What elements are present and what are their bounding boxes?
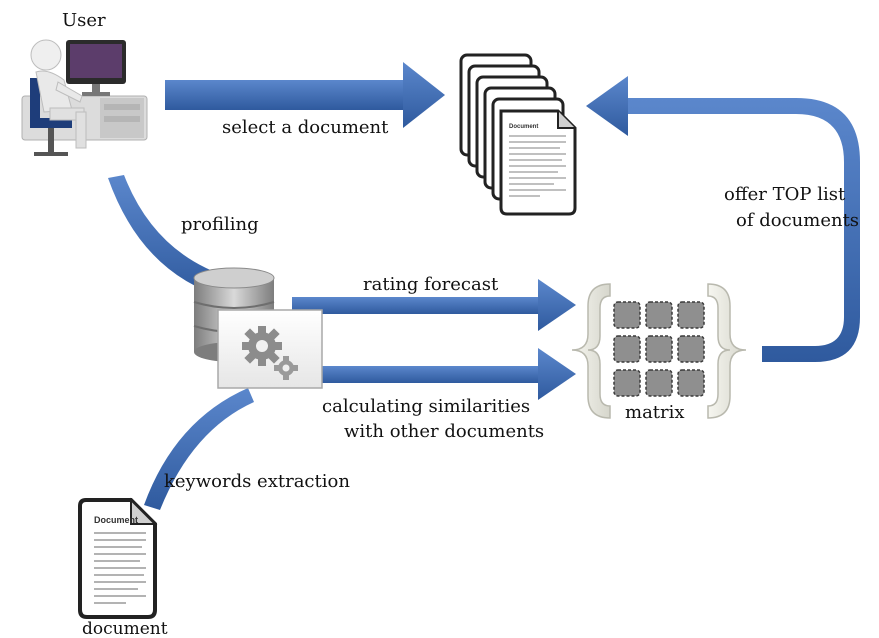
matrix-cell: [677, 301, 705, 329]
matrix-icon: [571, 283, 747, 419]
document-icon-title: Document: [94, 515, 138, 525]
label-offer-line2: of documents: [736, 210, 859, 231]
arrow-document-to-gears: [144, 388, 254, 510]
matrix-cell: [613, 369, 641, 397]
label-profiling: profiling: [181, 214, 259, 235]
user-at-computer-icon: [21, 39, 148, 156]
matrix-cell: [677, 335, 705, 363]
matrix-cell: [645, 301, 673, 329]
matrix-cell: [613, 301, 641, 329]
arrow-matrix-to-documents: [586, 76, 860, 362]
matrix-cell: [645, 369, 673, 397]
arrow-user-to-database: [108, 175, 232, 298]
matrix-left-brace: [571, 283, 611, 419]
arrow-rating-forecast: [292, 279, 576, 331]
label-keywords-extraction: keywords extraction: [164, 471, 350, 492]
gear-large: [242, 326, 282, 366]
gears-icon: [217, 309, 323, 389]
label-rating-forecast: rating forecast: [363, 274, 499, 295]
document-icon: Document: [78, 497, 158, 619]
stack-page-front: Document: [499, 109, 577, 216]
document-stack-icon: Document: [459, 53, 577, 216]
label-offer-line1: offer TOP list: [724, 184, 846, 205]
label-calculating-line2: with other documents: [344, 421, 544, 442]
matrix-cell: [613, 335, 641, 363]
matrix-right-brace: [707, 283, 747, 419]
stack-front-doc-title: Document: [509, 124, 538, 130]
gear-small: [274, 356, 298, 380]
label-select-document: select a document: [222, 117, 389, 138]
label-user: User: [62, 10, 106, 31]
label-document: document: [82, 619, 168, 638]
label-calculating-line1: calculating similarities: [322, 396, 530, 417]
matrix-cell: [677, 369, 705, 397]
label-matrix: matrix: [625, 402, 685, 423]
arrow-calculating-similarities: [322, 348, 576, 400]
matrix-cell: [645, 335, 673, 363]
arrow-user-to-documents: [165, 62, 445, 128]
